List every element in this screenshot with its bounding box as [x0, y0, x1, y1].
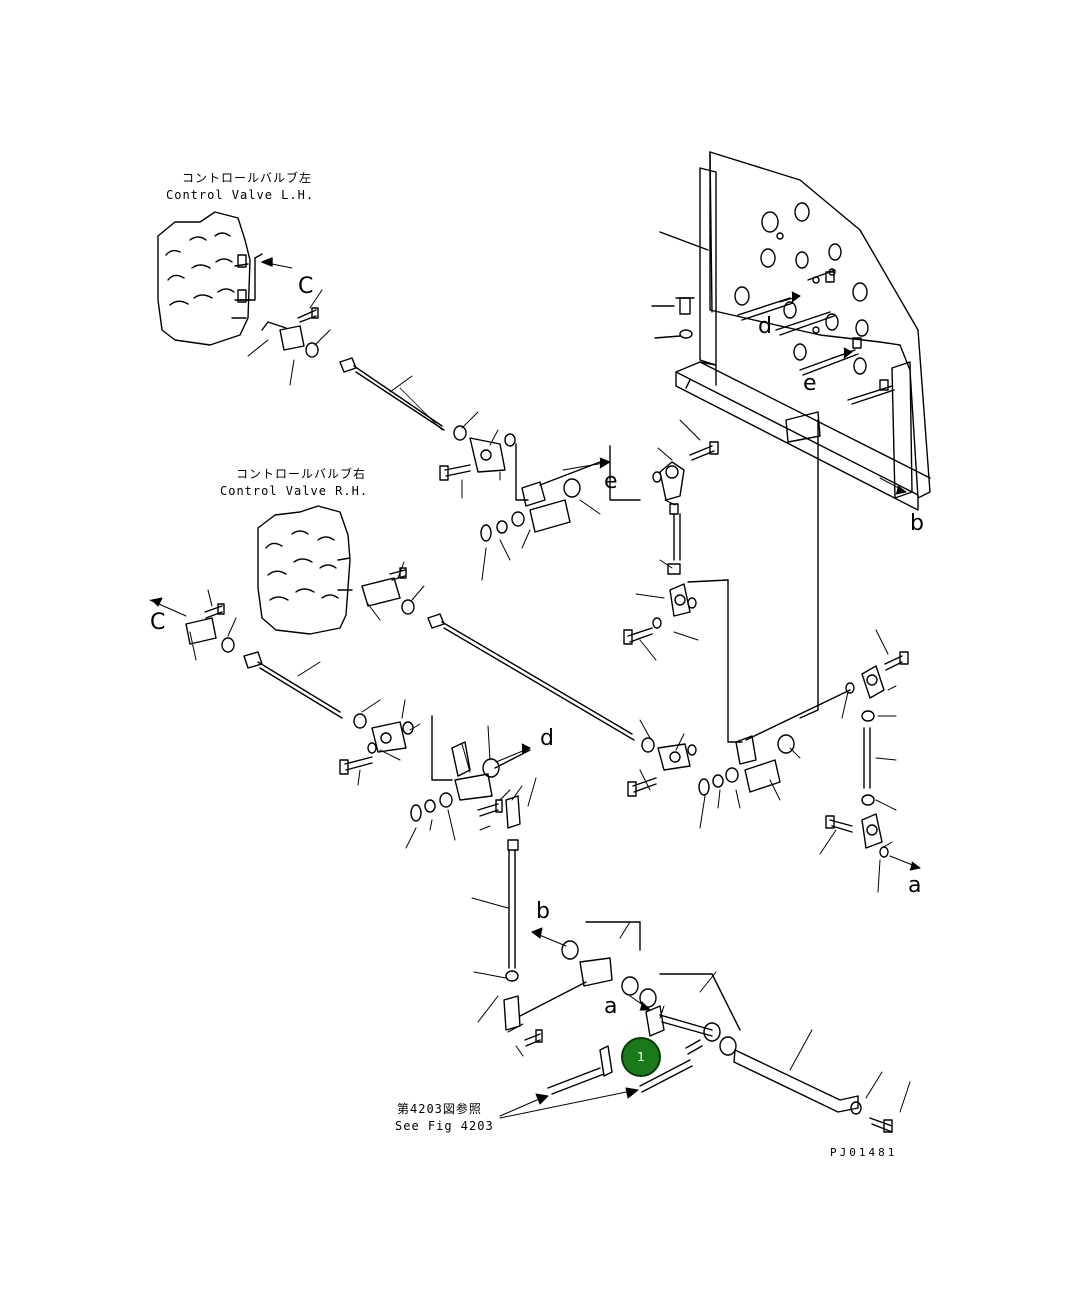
see-fig-jp-label: 第4203図参照 [397, 1102, 482, 1116]
ref-letter-c-top: C [298, 274, 314, 299]
control-valve-rh-en-label: Control Valve R.H. [220, 484, 369, 498]
ref-letter-a-right: a [908, 873, 922, 898]
control-valve-lh [157, 211, 263, 346]
ref-letter-c-left: C [150, 610, 166, 635]
ref-letter-b-plate: b [910, 511, 924, 536]
lever-assembly-d [410, 715, 543, 1047]
ref-letter-e-mid: e [604, 469, 618, 494]
ref-letter-b-lower: b [536, 899, 550, 924]
leader-lines [189, 289, 911, 1113]
drawing-number: PJ01481 [830, 1146, 898, 1159]
part-callout-1-number: 1 [637, 1050, 645, 1064]
ref-letter-d-plate: d [758, 314, 772, 339]
lh-linkage [261, 307, 516, 481]
control-valve-lh-jp-label: コントロールバルブ左 [182, 171, 313, 185]
rh-linkage [185, 567, 697, 797]
bracket-plate [651, 151, 931, 511]
part-callout-1[interactable]: 1 [621, 1037, 661, 1077]
reference-arrows [149, 291, 921, 1119]
control-valve-lh-en-label: Control Valve L.H. [166, 188, 315, 202]
lower-assembly [519, 921, 893, 1133]
lever-assembly-right [698, 419, 909, 858]
ref-letter-d-mid: d [540, 726, 554, 751]
ref-letter-e-plate: e [803, 371, 817, 396]
control-valve-rh-jp-label: コントロールバルブ右 [236, 467, 367, 481]
ref-letter-a-lower: a [604, 994, 618, 1019]
control-valve-rh [257, 505, 353, 635]
see-fig-en-label: See Fig 4203 [395, 1119, 494, 1133]
lever-assembly-e [480, 441, 743, 743]
